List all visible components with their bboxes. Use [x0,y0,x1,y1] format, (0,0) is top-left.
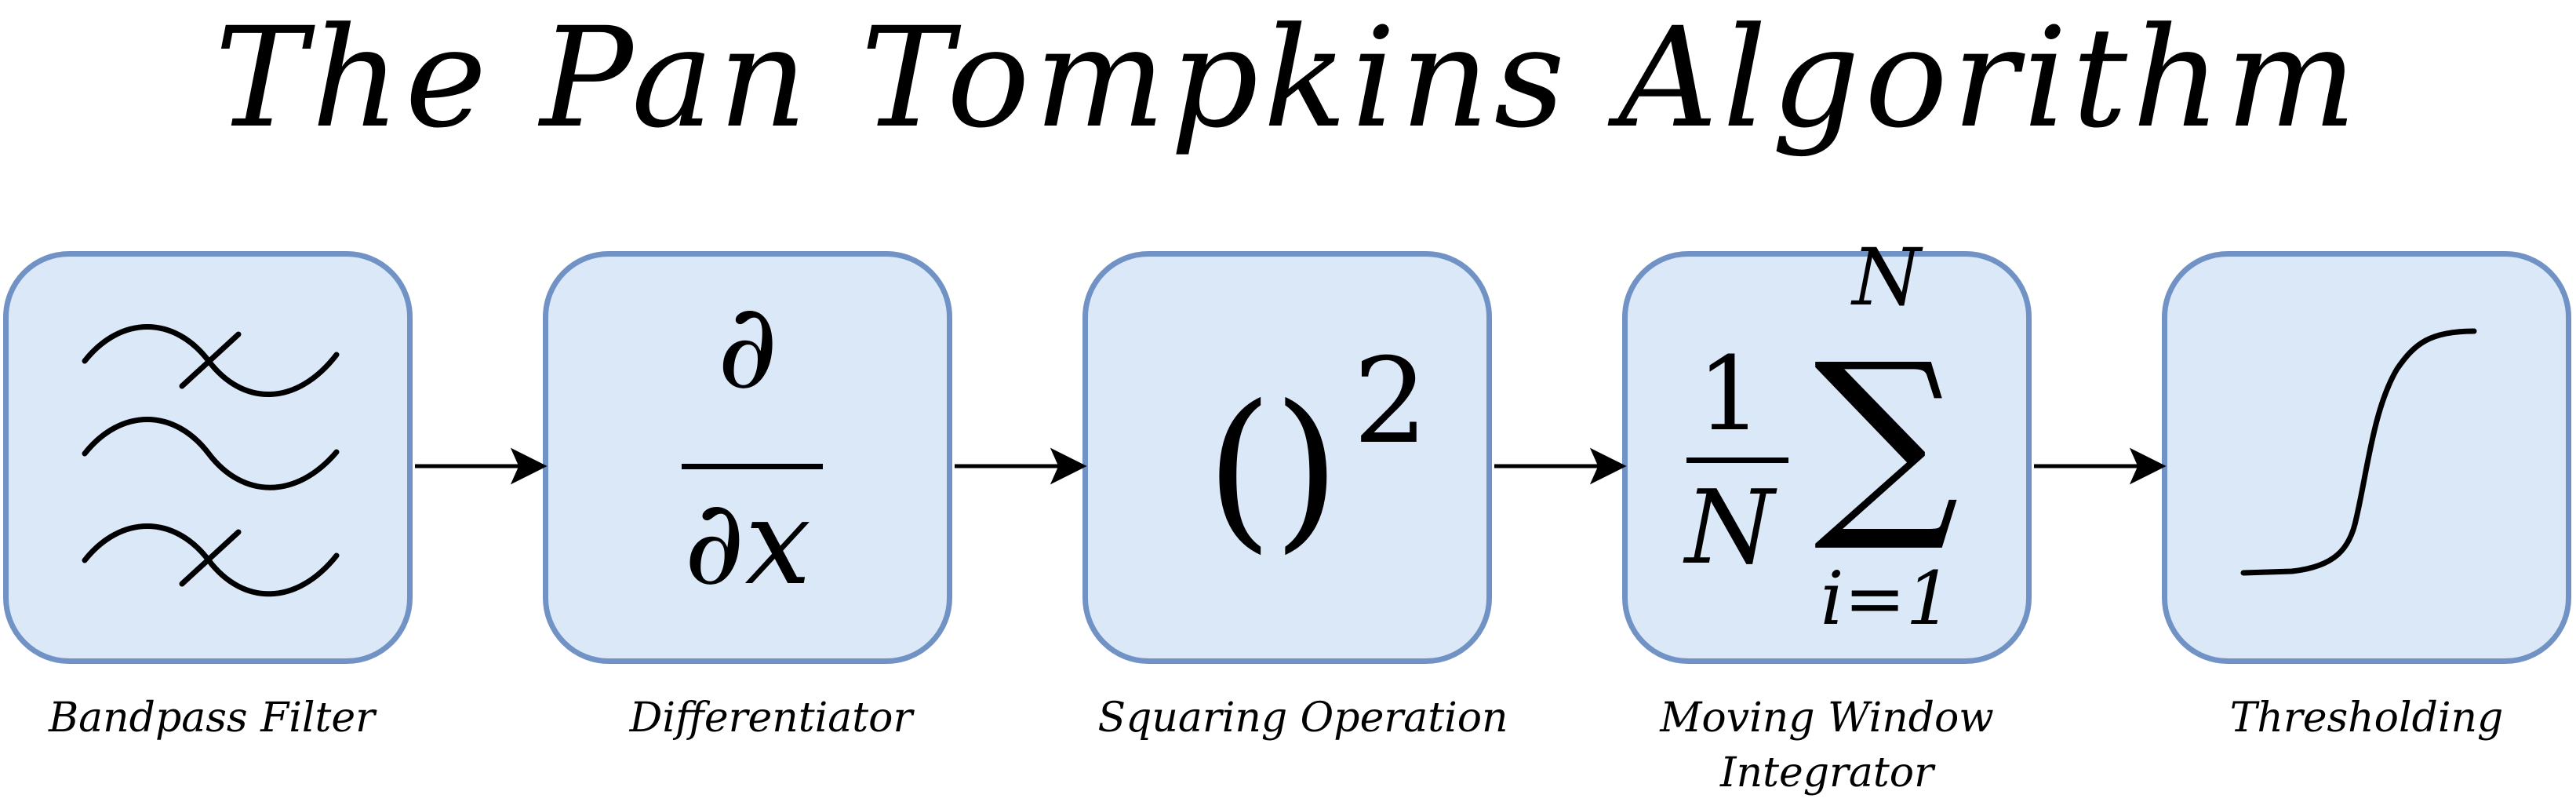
stage-label-bandpass-filter: Bandpass Filter [48,694,376,742]
stage-box-thresholding [2162,251,2571,664]
stage-label-moving-window: Moving Window [1660,694,1994,742]
sum-lower-limit: i=1 [1820,556,1953,642]
stage-label-integrator: Integrator [1720,749,1934,797]
stage-box-moving-window-integrator: 1 N N ∑ i=1 [1622,235,2032,664]
integrator-denominator: N [1685,468,1774,587]
sigmoid-threshold-icon [2240,328,2477,576]
sum-upper-limit: N [1852,231,1921,323]
stage-box-bandpass-filter [3,251,413,664]
differentiator-denominator: ∂x [683,475,812,611]
stage-box-squaring-operation: () 2 [1082,251,1492,664]
summation-operator: ∑ [1814,320,1959,557]
squaring-exponent: 2 [1353,334,1428,470]
fraction-bar [682,464,823,469]
squaring-parentheses: () [1206,368,1341,569]
stage-box-differentiator: ∂ ∂x [543,251,952,664]
stage-label-squaring-operation: Squaring Operation [1097,694,1508,742]
integrator-numerator: 1 [1697,334,1763,454]
stage-label-thresholding: Thresholding [2229,694,2504,742]
fraction-bar [1686,458,1788,463]
bandpass-filter-icon [82,324,340,597]
differentiator-numerator: ∂ [717,279,778,415]
stage-label-differentiator: Differentiator [629,694,913,742]
diagram-title: The Pan Tompkins Algorithm [214,0,2362,159]
